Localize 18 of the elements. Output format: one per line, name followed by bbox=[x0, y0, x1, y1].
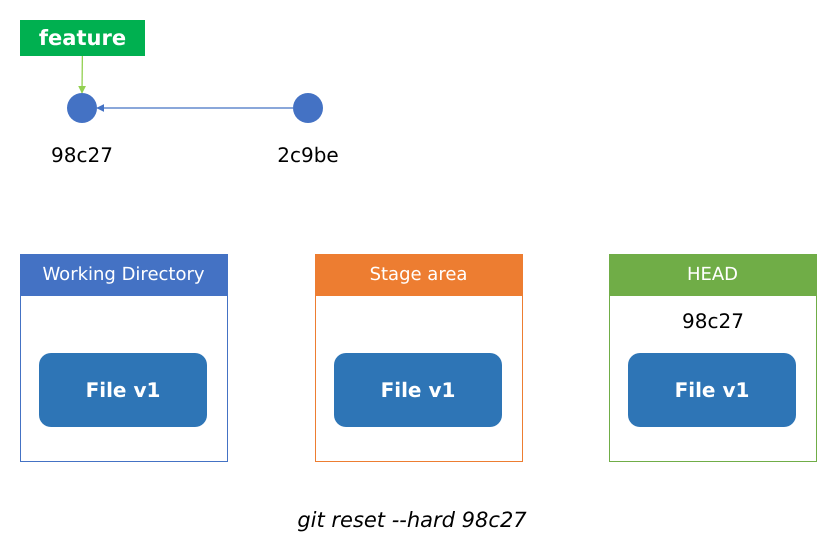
arrow bbox=[78, 56, 86, 94]
commit-circle bbox=[67, 93, 97, 123]
panel-header: Stage area bbox=[314, 254, 522, 296]
panel-header: HEAD bbox=[608, 254, 816, 296]
panel-header: Working Directory bbox=[20, 254, 228, 296]
area-panel bbox=[315, 254, 523, 462]
commit-circle bbox=[293, 93, 323, 123]
area-panel bbox=[20, 254, 228, 462]
file-box: File v1 bbox=[628, 353, 796, 427]
branch-tag: feature bbox=[20, 20, 145, 56]
area-panel bbox=[609, 254, 817, 462]
commit-hash: 2c9be bbox=[276, 143, 340, 167]
file-box: File v1 bbox=[39, 353, 207, 427]
arrow bbox=[96, 104, 293, 112]
file-box: File v1 bbox=[334, 353, 502, 427]
commit-hash: 98c27 bbox=[681, 309, 745, 333]
caption: git reset --hard 98c27 bbox=[296, 508, 528, 532]
commit-hash: 98c27 bbox=[50, 143, 114, 167]
